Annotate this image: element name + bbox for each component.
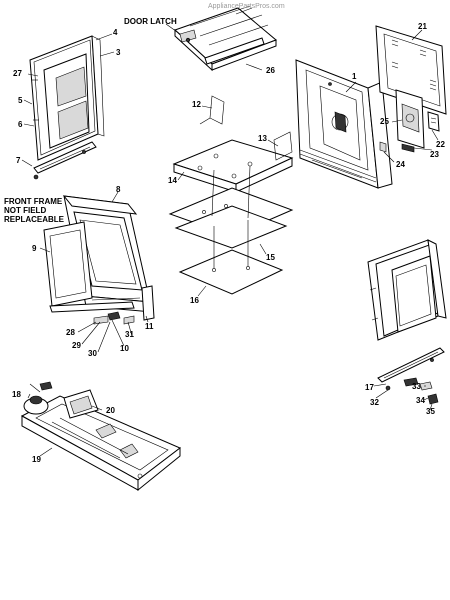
callout-21: 21 [418, 22, 427, 31]
oven-bottom-stack [168, 95, 294, 295]
watermark: AppliancePartsPros.com [208, 3, 285, 10]
callout-14: 14 [168, 176, 177, 185]
front-frame-assembly [43, 195, 155, 325]
callout-32: 32 [370, 398, 379, 407]
rear-bracket-assembly [379, 89, 440, 153]
callout-34: 34 [416, 396, 425, 405]
callout-17: 17 [365, 383, 374, 392]
callout-19: 19 [32, 455, 41, 464]
callout-11: 11 [145, 322, 154, 331]
front-frame-note-line-3: REPLACEABLE [4, 215, 65, 224]
callout-5: 5 [18, 96, 23, 105]
callout-12: 12 [192, 100, 201, 109]
callout-8: 8 [116, 185, 121, 194]
callout-27: 27 [13, 69, 22, 78]
door-latch-label: DOOR LATCH [124, 17, 177, 26]
callout-10: 10 [120, 344, 129, 353]
callout-1: 1 [352, 72, 357, 81]
callout-23: 23 [430, 150, 439, 159]
callout-6: 6 [18, 120, 23, 129]
callout-4: 4 [113, 28, 118, 37]
callout-26: 26 [266, 66, 275, 75]
callout-9: 9 [32, 244, 37, 253]
callout-3: 3 [116, 48, 121, 57]
callout-25: 25 [380, 117, 389, 126]
callout-30: 30 [88, 349, 97, 358]
callout-16: 16 [190, 296, 199, 305]
callout-18: 18 [12, 390, 21, 399]
oven-cabinet-body [295, 59, 393, 189]
callout-31: 31 [125, 330, 134, 339]
callout-20: 20 [106, 406, 115, 415]
callout-7: 7 [16, 156, 21, 165]
oven-door-assembly [29, 35, 105, 180]
callout-35: 35 [426, 407, 435, 416]
callout-28: 28 [66, 328, 75, 337]
front-frame-note-line-1: FRONT FRAME [4, 197, 63, 206]
callout-33: 33 [412, 382, 421, 391]
callout-13: 13 [258, 134, 267, 143]
front-frame-note-line-2: NOT FIELD [4, 206, 47, 215]
callout-leader-lines [21, 23, 439, 457]
callout-15: 15 [266, 253, 275, 262]
storage-drawer-door [367, 239, 447, 405]
callout-29: 29 [72, 341, 81, 350]
back-panel [375, 25, 447, 115]
callout-24: 24 [396, 160, 405, 169]
top-panel-assembly [174, 5, 277, 72]
control-panel-assembly [20, 381, 181, 492]
callout-22: 22 [436, 140, 445, 149]
